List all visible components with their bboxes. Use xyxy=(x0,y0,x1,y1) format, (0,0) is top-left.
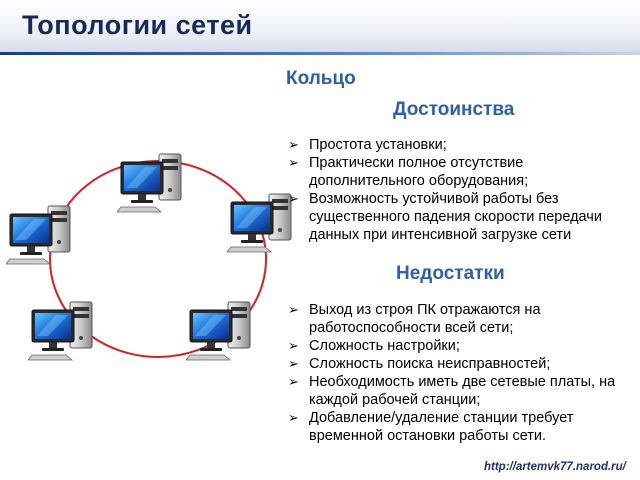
advantages-list: ➢Простота установки; ➢Практически полное… xyxy=(287,136,617,244)
disadvantages-heading: Недостатки xyxy=(396,263,505,284)
bullet-arrow-icon: ➢ xyxy=(288,338,299,353)
disadvantage-item: ➢Сложность настройки; xyxy=(288,338,460,354)
computer-workstation-icon xyxy=(6,204,80,266)
disadvantage-item: ➢Сложность поиска неисправностей; xyxy=(288,356,551,372)
bullet-arrow-icon: ➢ xyxy=(288,302,299,317)
title-divider xyxy=(0,52,640,55)
computer-workstation-icon xyxy=(28,300,102,362)
advantage-item: ➢Простота установки; xyxy=(288,137,447,153)
ring-connection xyxy=(49,160,267,358)
disadvantage-item: ➢Необходимость иметь две сетевые платы, … xyxy=(288,374,616,408)
disadvantage-item: ➢Добавление/удаление станции требует вре… xyxy=(288,410,574,444)
bullet-arrow-icon: ➢ xyxy=(288,410,299,425)
advantage-item: ➢Практически полное отсутствие дополните… xyxy=(288,155,529,189)
ring-diagram xyxy=(49,160,267,358)
footer-url-link[interactable]: http://artemvk77.narod.ru/ xyxy=(484,461,626,473)
computer-workstation-icon xyxy=(117,152,191,214)
disadvantages-list: ➢Выход из строя ПК отражаются на работос… xyxy=(287,301,622,445)
bullet-arrow-icon: ➢ xyxy=(288,191,299,206)
advantage-item: ➢Возможность устойчивой работы без сущес… xyxy=(288,191,602,243)
bullet-arrow-icon: ➢ xyxy=(288,137,299,152)
advantages-heading: Достоинства xyxy=(393,99,515,120)
bullet-arrow-icon: ➢ xyxy=(288,155,299,170)
title-bar: Топологии сетей xyxy=(0,0,640,52)
disadvantage-item: ➢Выход из строя ПК отражаются на работос… xyxy=(288,302,541,336)
bullet-arrow-icon: ➢ xyxy=(288,356,299,371)
slide-title: Топологии сетей xyxy=(22,10,253,40)
bullet-arrow-icon: ➢ xyxy=(288,374,299,389)
computer-workstation-icon xyxy=(186,300,260,362)
topology-name: Кольцо xyxy=(286,68,356,89)
